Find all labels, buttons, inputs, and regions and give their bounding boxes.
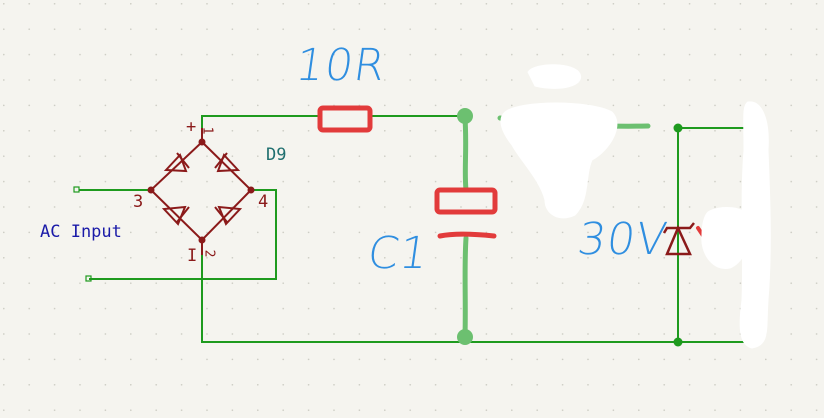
bridge-ref-label: D9 (266, 145, 287, 165)
pin-plus-label: + (186, 117, 197, 137)
ac-input-label: AC Input (40, 222, 122, 242)
pin-2-label: 2 (201, 249, 217, 258)
junction-dot (673, 123, 683, 133)
whiteout-marks (500, 64, 771, 349)
pen-junction (457, 108, 473, 124)
pen-junction (457, 329, 473, 345)
pin-4-label: 4 (258, 192, 269, 212)
pen-capacitor-plate-2 (437, 231, 497, 239)
pen-resistor-body[interactable] (317, 105, 373, 133)
wires (79, 115, 747, 343)
wire-bridge-4 (89, 189, 277, 280)
wire-bottom (201, 241, 747, 343)
pin-minus-label: I (187, 246, 198, 266)
pin-1-label: 1 (199, 126, 215, 135)
bridge-pins (147, 138, 255, 244)
pin-3-label: 3 (133, 192, 144, 212)
resistor-value-annotation: 10R (292, 40, 390, 91)
pen-capacitor-plate[interactable] (434, 187, 498, 215)
capacitor-ref-annotation: C1 (364, 228, 433, 279)
zener-value-annotation: 30V (574, 214, 671, 265)
zener-diode[interactable] (662, 222, 695, 256)
ac-terminal-top[interactable] (73, 186, 80, 193)
junction-dot (673, 337, 683, 347)
ac-terminal-bottom[interactable] (85, 275, 92, 282)
